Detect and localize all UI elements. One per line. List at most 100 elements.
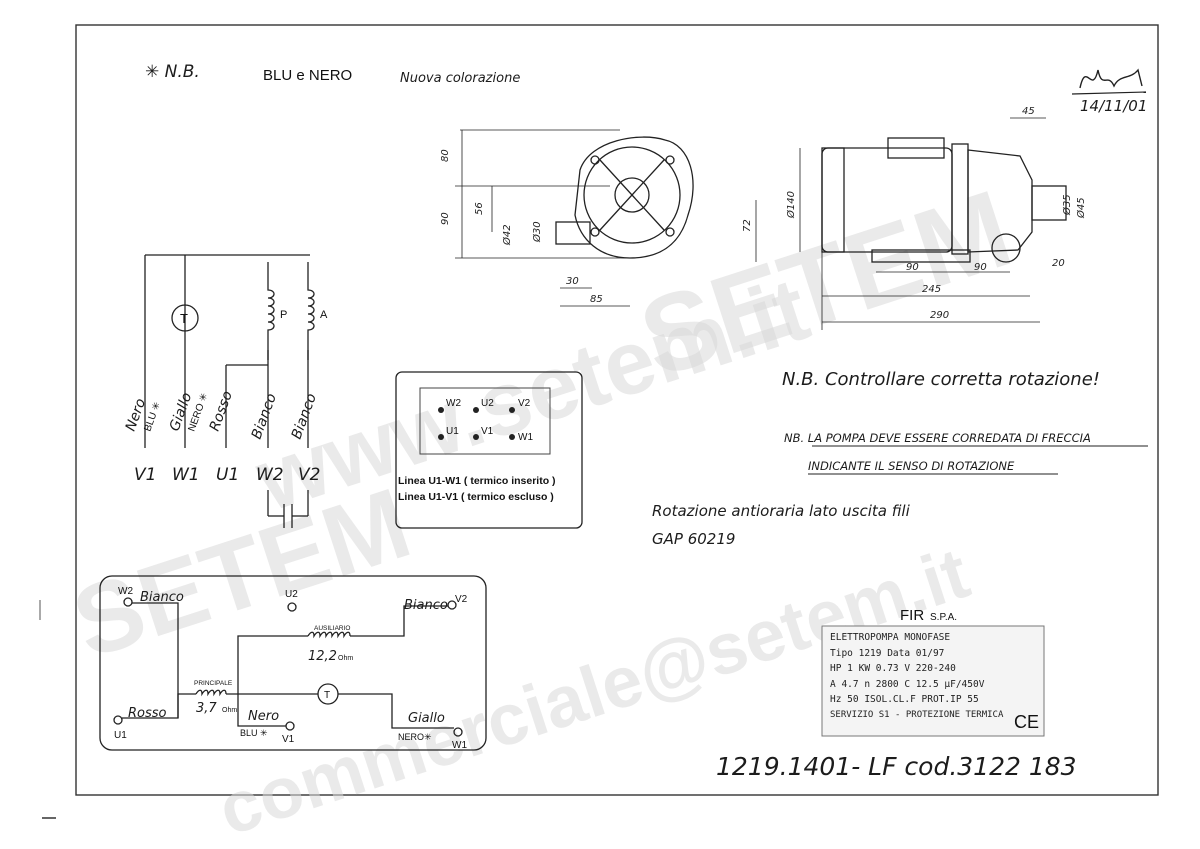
- nameplate-row-4: A 4.7 n 2800 C 12.5 µF/450V: [830, 679, 985, 690]
- terminal-w2-label: W2: [446, 398, 461, 409]
- schematic-labels: W2 Bianco U2 V2 Bianco AUSILIARIO 12,2 O…: [114, 586, 468, 751]
- terminal-u1-label: U1: [446, 426, 459, 437]
- side-outlet: [991, 233, 1021, 263]
- nameplate: FIR S.P.A. ELETTROPOMPA MONOFASE Tipo 12…: [821, 607, 1045, 737]
- nameplate-row-5: Hz 50 ISOL.CL.F PROT.IP 55: [830, 694, 979, 705]
- side-pump-head: [967, 149, 1033, 253]
- dim-d30: Ø30: [531, 221, 543, 243]
- rotation-check-note: N.B. Controllare corretta rotazione!: [782, 369, 1100, 390]
- coil-a-label: A: [320, 309, 328, 321]
- terminal-line2: Linea U1-V1 ( termico escluso ): [398, 491, 554, 503]
- note-colors: BLU e NERO: [263, 67, 352, 84]
- pump-side-view: [755, 117, 1067, 330]
- signature-underline: [1071, 91, 1147, 95]
- schematic-aux-coil: [307, 631, 351, 639]
- terminal-label-w1: W1: [172, 465, 200, 485]
- dim-d140: Ø140: [785, 191, 797, 219]
- schematic-main-coil: [195, 689, 227, 697]
- signature-date: 14/11/01: [1080, 97, 1147, 115]
- coil-p-label: P: [280, 309, 287, 321]
- nameplate-row-6: SERVIZIO S1 - PROTEZIONE TERMICA: [830, 710, 1004, 720]
- nameplate-maker-suffix: S.P.A.: [930, 612, 957, 623]
- schematic-u1-node: [113, 715, 123, 725]
- arrow-note-line1: NB. LA POMPA DEVE ESSERE CORREDATA DI FR…: [784, 431, 1091, 445]
- watermark-setem-1: SETEM: [627, 167, 1025, 401]
- arrow-note-line2: INDICANTE IL SENSO DI ROTAZIONE: [808, 459, 1015, 473]
- header-note: ✳ N.B. BLU e NERO Nuova colorazione: [145, 62, 520, 86]
- schematic-main-unit: Ohm: [222, 707, 237, 714]
- terminal-box-frame: [395, 371, 583, 529]
- schematic-wire-thermal-out: [338, 693, 454, 729]
- dim-90: 90: [440, 212, 451, 225]
- dim-d35: Ø35: [1061, 194, 1073, 216]
- wire-label-rosso: Rosso: [207, 389, 236, 433]
- terminal-box-inner: [419, 387, 551, 455]
- schematic-w1-node: [453, 727, 463, 737]
- schematic-aux-value: 12,2: [308, 649, 337, 664]
- dim-72: 72: [742, 219, 753, 232]
- terminal-dot-w2: [438, 407, 444, 413]
- rotation-notes: N.B. Controllare corretta rotazione! NB.…: [652, 369, 1148, 548]
- front-housing: [574, 136, 694, 259]
- schematic-u1-label: U1: [114, 730, 127, 741]
- side-motor-cap: [821, 147, 845, 253]
- schematic-u2-node: [287, 602, 297, 612]
- drawing-border: [75, 24, 1159, 796]
- schematic-w1-color: NERO✳: [398, 732, 432, 742]
- side-inlet: [1031, 185, 1067, 221]
- front-bolt-3: [590, 227, 600, 237]
- coil-p: [267, 262, 275, 360]
- terminal-w1-label: W1: [518, 432, 533, 443]
- schematic-v1-color: BLU ✳: [240, 728, 268, 738]
- schematic-u1-color: Rosso: [128, 706, 167, 721]
- nameplate-row-1: ELETTROPOMPA MONOFASE: [830, 632, 950, 643]
- schematic-aux-label: AUSILIARIO: [314, 625, 350, 632]
- connection-schematic: [99, 575, 487, 751]
- schematic-wire-v2: [350, 605, 448, 637]
- signature-scribble: [1079, 68, 1143, 89]
- side-junction-box: [887, 137, 945, 159]
- drawing-code: 1219.1401- LF cod.3122 183: [716, 752, 1077, 781]
- dim-20: 20: [1052, 258, 1065, 269]
- nameplate-row-2: Tipo 1219 Data 01/97: [830, 648, 944, 659]
- note-text: Nuova colorazione: [400, 71, 520, 86]
- schematic-wire-v1: [237, 694, 286, 727]
- front-bolt-2: [665, 155, 675, 165]
- schematic-frame: [99, 575, 487, 751]
- thermal-label: T: [180, 311, 188, 326]
- nameplate-ce-mark: CE: [1014, 712, 1039, 732]
- dim-d45: Ø45: [1075, 197, 1087, 219]
- terminal-v2-label: V2: [518, 398, 531, 409]
- schematic-main-value: 3,7: [196, 701, 217, 716]
- dim-80: 80: [440, 149, 451, 162]
- terminal-box: W2 U2 V2 U1 V1 W1 Linea U1-W1 ( termico …: [395, 371, 583, 529]
- schematic-u2-label: U2: [285, 589, 298, 600]
- nameplate-frame: [821, 625, 1045, 737]
- rotation-direction-note: Rotazione antioraria lato uscita fili: [652, 502, 911, 520]
- schematic-wire-u1: [122, 693, 196, 719]
- front-shaft-circle: [614, 177, 650, 213]
- pump-front-view: [455, 129, 694, 307]
- note-mark: ✳ N.B.: [145, 62, 200, 82]
- terminal-label-u1: U1: [216, 465, 239, 485]
- schematic-v1-color-top: Nero: [248, 709, 279, 724]
- dim-90-left: 90: [906, 262, 919, 273]
- dim-290: 290: [930, 310, 949, 321]
- terminal-label-w2: W2: [256, 465, 284, 485]
- wiring-diagram: [144, 254, 315, 528]
- dim-85: 85: [590, 294, 603, 305]
- dim-245: 245: [922, 284, 941, 295]
- terminal-v1-label: V1: [481, 426, 494, 437]
- terminal-dot-w1: [509, 434, 515, 440]
- schematic-main-label: PRINCIPALE: [194, 680, 233, 687]
- signature-block: 14/11/01: [1071, 68, 1147, 115]
- terminal-label-v1: V1: [134, 465, 156, 485]
- watermark-setem-2: SETEM: [61, 467, 423, 680]
- schematic-wire-aux: [237, 635, 308, 694]
- side-dimensions: 45 Ø140 72 Ø35 Ø45 20 90 90 245 290: [742, 106, 1087, 321]
- nameplate-maker: FIR: [900, 607, 924, 624]
- schematic-w2-label: W2: [118, 586, 133, 597]
- terminal-dot-v1: [473, 434, 479, 440]
- side-base: [871, 249, 971, 263]
